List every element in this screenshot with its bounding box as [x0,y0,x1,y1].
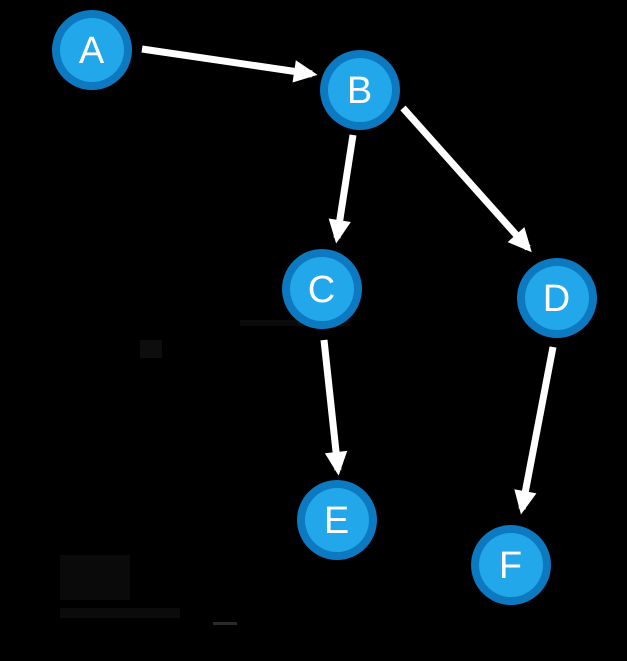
background-artifact [240,320,350,326]
edge-B-C [328,134,357,244]
graph-node-E[interactable]: E [297,480,377,560]
background-artifact [140,340,162,358]
node-fill-D [525,266,589,330]
node-fill-F [479,533,543,597]
background-artifact [60,608,180,618]
node-label-E: E [324,500,350,542]
graph-node-B[interactable]: B [320,50,400,130]
node-fill-C [290,257,354,321]
edge-layer [141,45,557,515]
node-fill-B [328,58,392,122]
node-label-B: B [347,70,373,112]
edge-C-E [320,339,348,476]
background-artifact [213,622,237,625]
edge-B-D [400,105,532,253]
graph-node-D[interactable]: D [517,258,597,338]
edge-A-B [141,45,318,83]
node-label-D: D [543,278,571,320]
background-artifacts [60,320,350,625]
node-fill-E [305,488,369,552]
graph-node-A[interactable]: A [52,10,132,90]
node-label-A: A [79,30,105,72]
node-label-F: F [499,545,523,587]
background-artifact [60,555,130,600]
graph-node-C[interactable]: C [282,249,362,329]
edge-D-F [514,346,557,515]
node-fill-A [60,18,124,82]
graph-node-F[interactable]: F [471,525,551,605]
node-layer: A B C D E F [52,10,597,605]
node-label-C: C [308,269,336,311]
